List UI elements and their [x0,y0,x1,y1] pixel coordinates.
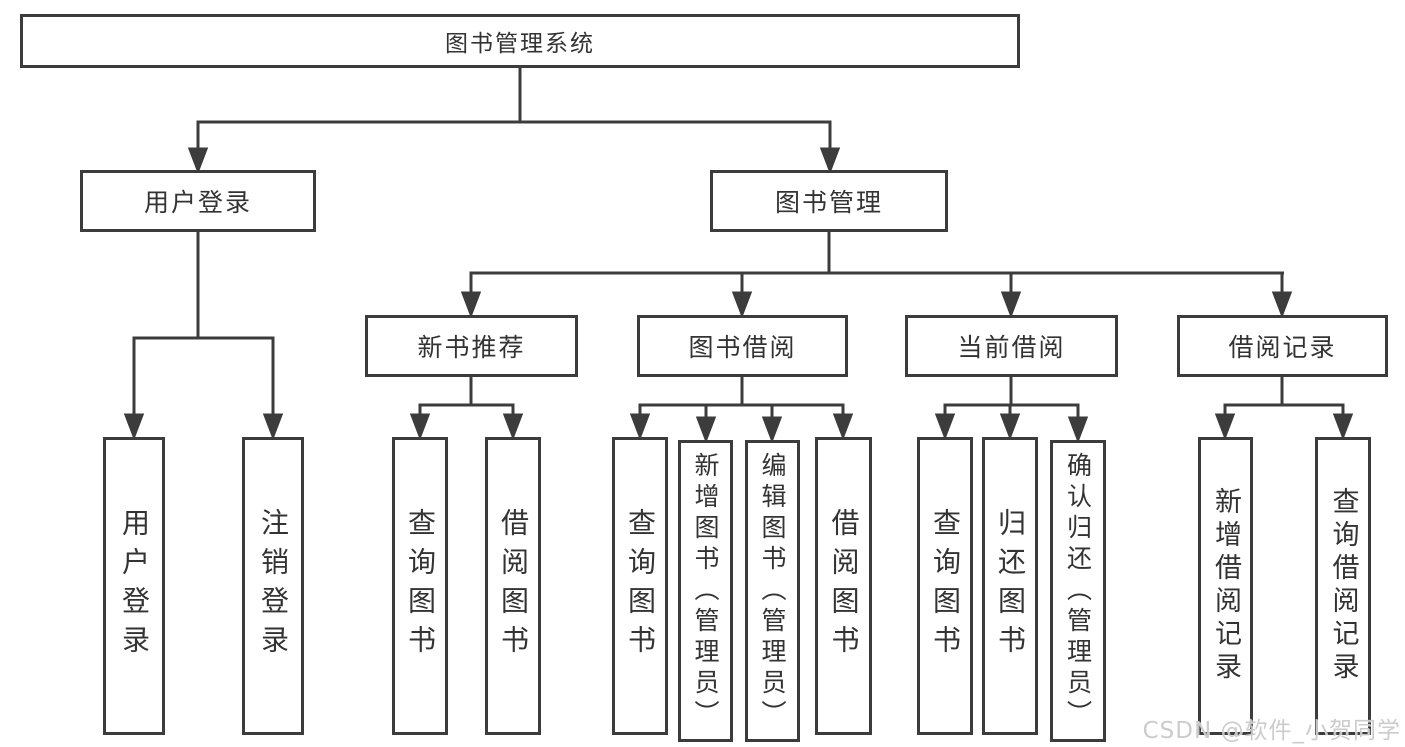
leaf-return-books-label: 归还图书 [994,508,1027,664]
leaf-logout: 注销登录 [242,437,304,735]
node-book-borrowing-label: 图书借阅 [688,333,797,362]
node-user-login: 用户登录 [80,170,316,232]
node-new-book-recommend-label: 新书推荐 [417,333,526,362]
node-book-management-label: 图书管理 [774,188,883,217]
leaf-current-query-books-label: 查询图书 [929,508,962,664]
node-new-book-recommend: 新书推荐 [365,315,578,377]
leaf-add-books-admin-label: 新增图书（管理员） [691,451,720,731]
leaf-query-borrow-record-label: 查询借阅记录 [1327,487,1359,685]
leaf-borrowing-borrow-books: 借阅图书 [815,437,872,735]
node-current-borrowing: 当前借阅 [905,315,1118,377]
leaf-confirm-return-admin-label: 确认归还（管理员） [1063,451,1093,731]
leaf-borrowing-query-books: 查询图书 [612,437,668,735]
leaf-add-borrow-record-label: 新增借阅记录 [1210,487,1241,685]
leaf-recommend-query-books-label: 查询图书 [404,508,437,664]
leaf-return-books: 归还图书 [982,437,1038,735]
leaf-query-borrow-record: 查询借阅记录 [1315,437,1371,735]
leaf-current-query-books: 查询图书 [917,437,973,735]
leaf-confirm-return-admin: 确认归还（管理员） [1050,440,1106,742]
node-borrowing-records: 借阅记录 [1177,315,1388,377]
node-book-management: 图书管理 [710,170,948,232]
node-current-borrowing-label: 当前借阅 [957,333,1066,362]
node-user-login-label: 用户登录 [143,188,252,217]
leaf-recommend-borrow-books-label: 借阅图书 [497,508,530,664]
leaf-borrowing-borrow-books-label: 借阅图书 [827,508,861,664]
watermark: CSDN @软件_小贺同学 [1142,718,1401,744]
node-book-borrowing: 图书借阅 [637,315,848,377]
leaf-edit-books-admin: 编辑图书（管理员） [745,440,800,742]
leaf-logout-label: 注销登录 [257,508,290,664]
leaf-borrowing-query-books-label: 查询图书 [624,508,657,664]
node-root: 图书管理系统 [20,14,1020,68]
leaf-user-login-label: 用户登录 [118,508,151,664]
leaf-add-borrow-record: 新增借阅记录 [1198,437,1253,735]
node-borrowing-records-label: 借阅记录 [1228,333,1337,362]
leaf-user-login: 用户登录 [103,437,165,735]
leaf-recommend-borrow-books: 借阅图书 [485,437,541,735]
leaf-add-books-admin: 新增图书（管理员） [678,440,733,742]
leaf-edit-books-admin-label: 编辑图书（管理员） [758,451,787,731]
leaf-recommend-query-books: 查询图书 [392,437,448,735]
node-root-label: 图书管理系统 [445,31,595,57]
